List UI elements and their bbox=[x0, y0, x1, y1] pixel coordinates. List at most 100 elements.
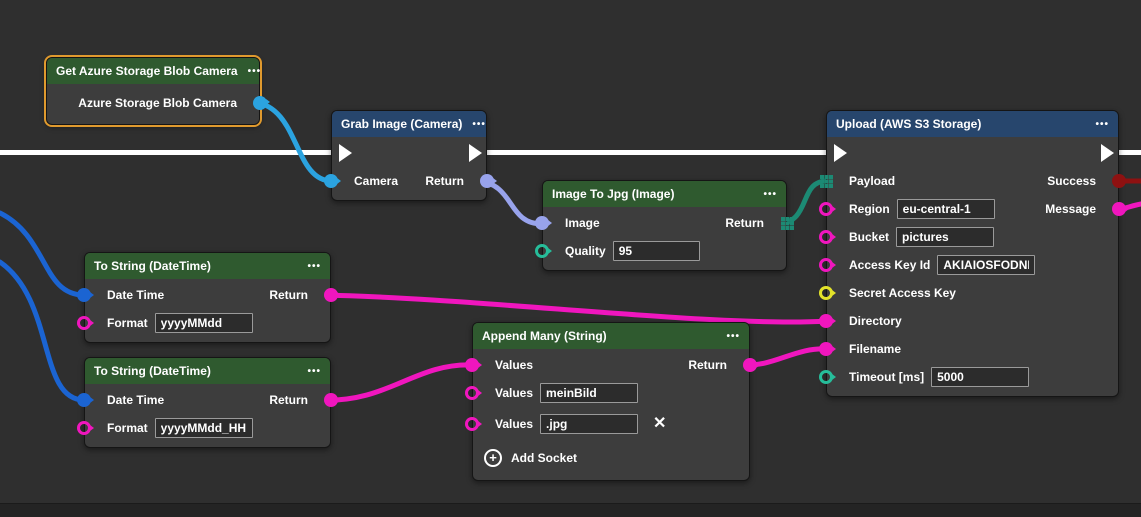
format-field[interactable] bbox=[154, 418, 253, 438]
remove-socket-icon[interactable]: ✕ bbox=[653, 415, 667, 432]
node-title: Get Azure Storage Blob Camera bbox=[56, 64, 238, 78]
return-label: Return bbox=[725, 216, 764, 230]
payload-label: Payload bbox=[849, 174, 896, 188]
io-row: Date Time Return bbox=[77, 281, 341, 309]
payload-input-socket[interactable] bbox=[819, 174, 833, 188]
string-return-socket[interactable] bbox=[743, 358, 760, 372]
timeout-field[interactable] bbox=[931, 367, 1030, 387]
bottom-band bbox=[0, 503, 1141, 517]
region-input-socket[interactable] bbox=[819, 202, 836, 216]
add-socket-row[interactable]: + Add Socket bbox=[473, 441, 749, 475]
bucket-field[interactable] bbox=[896, 227, 995, 247]
string-return-socket[interactable] bbox=[324, 393, 341, 407]
camera-label: Camera bbox=[354, 174, 399, 188]
quality-label: Quality bbox=[565, 244, 606, 258]
node-to-string-datetime-1[interactable]: To String (DateTime) ••• Date Time Retur… bbox=[77, 252, 341, 343]
return-label: Return bbox=[269, 393, 308, 407]
secret-key-input-socket[interactable] bbox=[819, 286, 836, 300]
node-header[interactable]: Get Azure Storage Blob Camera ••• bbox=[47, 58, 262, 84]
values-label-1: Values bbox=[495, 358, 534, 372]
wire-directory[interactable] bbox=[318, 292, 830, 325]
values-field-3[interactable] bbox=[540, 414, 639, 434]
wire-datetime-1[interactable] bbox=[0, 210, 87, 298]
format-field[interactable] bbox=[154, 313, 253, 333]
secret-key-label: Secret Access Key bbox=[849, 286, 956, 300]
jpeg-return-socket[interactable] bbox=[780, 216, 794, 230]
node-image-to-jpg[interactable]: Image To Jpg (Image) ••• Image Return Qu… bbox=[535, 180, 787, 271]
node-menu-icon[interactable]: ••• bbox=[247, 65, 262, 77]
directory-label: Directory bbox=[849, 314, 902, 328]
timeout-label: Timeout [ms] bbox=[849, 370, 925, 384]
node-get-azure-storage-blob-camera[interactable]: Get Azure Storage Blob Camera ••• Azure … bbox=[46, 57, 270, 125]
access-key-row: Access Key Id bbox=[827, 251, 1118, 279]
exec-row bbox=[827, 139, 1118, 167]
datetime-input-socket[interactable] bbox=[77, 393, 94, 407]
wire-datetime-2[interactable] bbox=[0, 259, 87, 403]
return-label: Return bbox=[425, 174, 464, 188]
directory-input-socket[interactable] bbox=[819, 314, 836, 328]
wire-append-in[interactable] bbox=[318, 362, 475, 403]
node-menu-icon[interactable]: ••• bbox=[307, 365, 321, 377]
payload-success-row: Payload Success bbox=[820, 167, 1129, 195]
timeout-input-socket[interactable] bbox=[819, 370, 836, 384]
exec-out-pin[interactable] bbox=[469, 144, 482, 162]
add-socket-icon[interactable]: + bbox=[484, 449, 502, 467]
format-input-socket[interactable] bbox=[77, 421, 94, 435]
node-header[interactable]: Image To Jpg (Image) ••• bbox=[543, 181, 786, 207]
exec-out-pin[interactable] bbox=[1101, 144, 1114, 162]
values-label-3: Values bbox=[495, 417, 534, 431]
message-output-socket[interactable] bbox=[1112, 202, 1129, 216]
node-header[interactable]: Grab Image (Camera) ••• bbox=[332, 111, 486, 137]
access-key-input-socket[interactable] bbox=[819, 258, 836, 272]
exec-in-pin[interactable] bbox=[834, 144, 847, 162]
node-menu-icon[interactable]: ••• bbox=[726, 330, 740, 342]
bucket-input-socket[interactable] bbox=[819, 230, 836, 244]
filename-input-socket[interactable] bbox=[819, 342, 836, 356]
node-header[interactable]: Upload (AWS S3 Storage) ••• bbox=[827, 111, 1118, 137]
bucket-row: Bucket bbox=[827, 223, 1118, 251]
node-title: To String (DateTime) bbox=[94, 259, 211, 273]
output-label: Azure Storage Blob Camera bbox=[78, 95, 237, 110]
wire-camera[interactable] bbox=[250, 99, 335, 184]
node-append-many-string[interactable]: Append Many (String) ••• Values Return V… bbox=[465, 322, 760, 481]
string-return-socket[interactable] bbox=[324, 288, 341, 302]
image-input-socket[interactable] bbox=[535, 216, 552, 230]
node-grab-image[interactable]: Grab Image (Camera) ••• Camera Return bbox=[324, 110, 497, 201]
access-key-field[interactable] bbox=[937, 255, 1036, 275]
datetime-input-socket[interactable] bbox=[77, 288, 94, 302]
quality-field[interactable] bbox=[612, 241, 700, 261]
values-row-3: Values ✕ bbox=[473, 407, 749, 441]
return-label: Return bbox=[269, 288, 308, 302]
region-message-row: Region Message bbox=[827, 195, 1129, 223]
node-header[interactable]: To String (DateTime) ••• bbox=[85, 253, 330, 279]
values-input-socket-1[interactable] bbox=[465, 358, 482, 372]
node-upload-aws-s3[interactable]: Upload (AWS S3 Storage) ••• Payload Succ… bbox=[819, 110, 1129, 397]
return-label: Return bbox=[688, 358, 727, 372]
quality-input-socket[interactable] bbox=[535, 244, 552, 258]
camera-input-socket[interactable] bbox=[324, 174, 341, 188]
io-row: Date Time Return bbox=[77, 386, 341, 414]
filename-label: Filename bbox=[849, 342, 902, 356]
node-menu-icon[interactable]: ••• bbox=[472, 118, 486, 130]
node-menu-icon[interactable]: ••• bbox=[307, 260, 321, 272]
camera-output-socket[interactable] bbox=[253, 95, 270, 110]
values-label-2: Values bbox=[495, 386, 534, 400]
format-input-socket[interactable] bbox=[77, 316, 94, 330]
node-title: Grab Image (Camera) bbox=[341, 117, 463, 131]
success-output-socket[interactable] bbox=[1112, 174, 1129, 188]
values-input-socket-2[interactable] bbox=[465, 386, 482, 400]
bucket-label: Bucket bbox=[849, 230, 890, 244]
node-menu-icon[interactable]: ••• bbox=[763, 188, 777, 200]
node-to-string-datetime-2[interactable]: To String (DateTime) ••• Date Time Retur… bbox=[77, 357, 341, 448]
format-label: Format bbox=[107, 421, 148, 435]
values-field-2[interactable] bbox=[540, 383, 639, 403]
wire-payload[interactable] bbox=[775, 178, 830, 227]
region-field[interactable] bbox=[896, 199, 995, 219]
node-menu-icon[interactable]: ••• bbox=[1095, 118, 1109, 130]
node-header[interactable]: To String (DateTime) ••• bbox=[85, 358, 330, 384]
image-return-socket[interactable] bbox=[480, 174, 497, 188]
directory-row: Directory bbox=[819, 307, 1118, 335]
node-header[interactable]: Append Many (String) ••• bbox=[473, 323, 749, 349]
exec-in-pin[interactable] bbox=[339, 144, 352, 162]
values-input-socket-3[interactable] bbox=[465, 417, 482, 431]
